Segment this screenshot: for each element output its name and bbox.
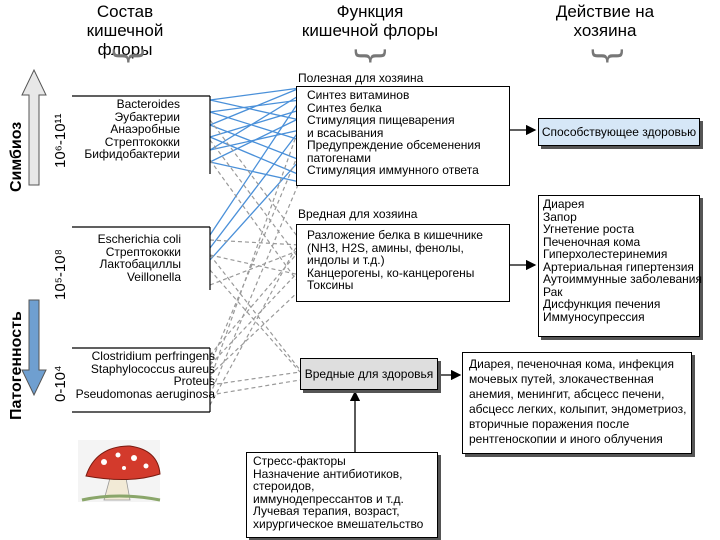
header-composition: Состав кишечной флоры [86, 2, 164, 59]
list-item: анемия, менингит, абсцесс печени, [469, 387, 665, 401]
list-item: Анаэробные [110, 122, 180, 136]
list-item: Иммуносупрессия [543, 309, 645, 324]
health-harm-label: Вредные для здоровья [304, 367, 434, 381]
list-item: стероидов, [253, 479, 315, 493]
list-item: Clostridium perfringens [91, 349, 215, 363]
header-effect: Действие на хозяина [555, 2, 655, 40]
list-item: Токсины [307, 278, 354, 292]
list-item: Запор [543, 209, 577, 224]
list-item: иммунодепрессантов и т.д. [253, 491, 404, 506]
list-item: Назначение антибиотиков, [253, 466, 403, 481]
list-item: Стимуляция пищеварения [307, 113, 455, 127]
list-item: Staphylococcus aureus [90, 361, 215, 376]
list-item: Bacteroides [116, 97, 180, 111]
list-item: патогенами [307, 150, 371, 165]
list-item: (NH3, H2S, амины, фенолы, [307, 240, 464, 255]
flora-group-conditional: Escherichia coli Стрептококки Лактобацил… [78, 233, 181, 283]
infections-box: Диарея, печеночная кома, инфекция мочевы… [462, 352, 692, 454]
list-item: Синтез белка [307, 100, 382, 115]
list-item: Стрептококки [105, 244, 181, 259]
pathogenic-links [209, 119, 301, 406]
list-item: Pseudomonas aeruginosa [75, 386, 215, 401]
useful-function-box: Синтез витаминов Синтез белка Стимуляция… [296, 86, 510, 186]
health-harm-box: Вредные для здоровья [300, 358, 438, 390]
list-item: Синтез витаминов [307, 88, 410, 102]
healthy-effect-label: Способствующее здоровью [541, 125, 697, 139]
list-item: абсцесс легких, колыпит, эндометриоз, [469, 402, 687, 416]
list-item: рентгеноскопии и иного облучения [469, 432, 663, 446]
symbiosis-links [209, 87, 301, 261]
healthy-effect-box: Способствующее здоровью [538, 118, 700, 146]
list-item: Рак [543, 284, 563, 299]
list-item: Дисфункция печения [543, 297, 661, 311]
list-item: Стимуляция иммунного ответа [307, 163, 479, 177]
list-item: Стресс-факторы [253, 454, 346, 468]
list-item: вторичные поражения после [469, 417, 630, 431]
list-item: Угнетение роста [543, 222, 635, 236]
side-arrows [21, 68, 47, 397]
list-item: Стрептококки [104, 134, 180, 149]
list-item: Proteus [173, 374, 215, 388]
list-item: Артериальная гипертензия [543, 259, 694, 274]
useful-title: Полезная для хозяина [298, 71, 424, 85]
list-item: хирургическое вмешательство [253, 516, 424, 531]
disease-list-box: Диарея Запор Угнетение роста Печеночная … [538, 195, 703, 337]
list-item: Бифидобактерии [84, 147, 180, 161]
list-item: Предупреждение обсеменения [307, 138, 481, 152]
list-item: Аутоиммунные заболевания [543, 272, 703, 286]
header-function: Функция кишечной флоры [301, 2, 439, 40]
harmful-function-box: Разложение белка в кишечнике (NH3, H2S, … [296, 224, 510, 302]
stress-factors-box: Стресс-факторы Назначение антибиотиков, … [246, 452, 438, 538]
list-item: Диарея [543, 197, 585, 211]
list-item: Разложение белка в кишечнике [307, 228, 483, 242]
list-item: индолы и т.д.) [307, 253, 385, 267]
list-item: Эубактерии [114, 109, 180, 124]
list-item: Лучевая терапия, возраст, [253, 504, 400, 518]
list-item: мочевых путей, злокачественная [469, 372, 654, 386]
list-item: Escherichia coli [97, 232, 181, 246]
flora-group-symbiotic: Bacteroides Эубактерии Анаэробные Стрепт… [80, 98, 180, 161]
list-item: Лактобациллы [99, 257, 181, 271]
list-item: Диарея, печеночная кома, инфекция [469, 357, 674, 371]
list-item: Veillonella [126, 269, 181, 284]
list-item: Печеночная кома [543, 234, 641, 249]
list-item: и всасывания [307, 125, 384, 140]
list-item: Гиперхолестеринемия [543, 247, 668, 261]
list-item: Канцерогены, ко-канцерогены [307, 265, 475, 280]
flora-group-pathogenic: Clostridium perfringens Staphylococcus a… [70, 350, 215, 400]
harmful-title: Вредная для хозяина [298, 207, 418, 221]
